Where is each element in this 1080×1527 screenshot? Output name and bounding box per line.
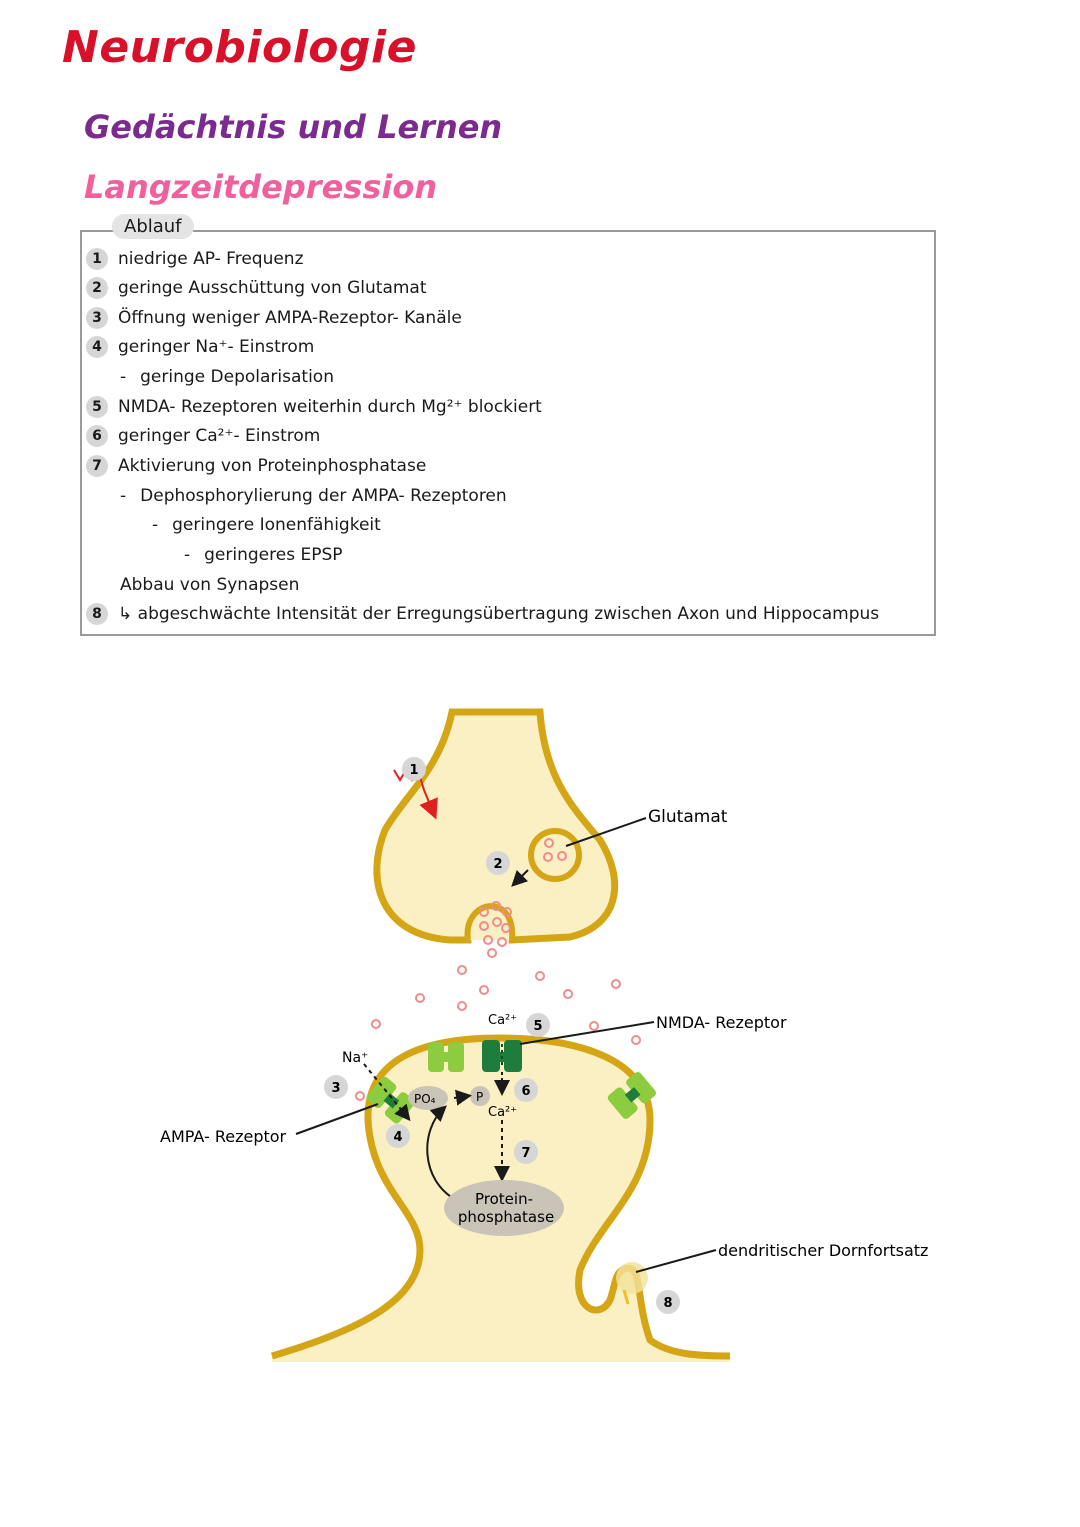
fusing-vesicle-contents [479,901,512,958]
topic-title: Langzeitdepression [84,168,438,206]
presynaptic-terminal [373,708,619,944]
label-p: P [476,1090,483,1104]
marker-6: 6 [514,1078,538,1102]
small-spine [616,1262,648,1294]
step-4-sub: -geringe Depolarisation [120,367,334,387]
ampa-receptor [366,1076,415,1124]
marker-4: 4 [386,1124,410,1148]
svg-text:5: 5 [533,1019,542,1034]
p-oval [470,1086,490,1106]
label-phosphatase-1: Protein- [475,1190,533,1208]
step-7-sub-4: Abbau von Synapsen [120,575,300,595]
label-dorn: dendritischer Dornfortsatz [718,1241,928,1260]
label-po4: PO₄ [414,1092,436,1106]
label-nmda: NMDA- Rezeptor [656,1013,787,1032]
phosphatase-oval [444,1180,564,1236]
label-ca-top: Ca²⁺ [488,1013,517,1028]
po4-oval [408,1086,448,1110]
postsynaptic-membrane [271,1034,731,1360]
step-7-sub-3: -geringeres EPSP [184,545,343,565]
svg-text:8: 8 [663,1296,672,1311]
marker-7: 7 [514,1140,538,1164]
label-glutamat: Glutamat [648,807,728,827]
vesicle-glutamate [543,838,567,862]
svg-text:3: 3 [331,1081,340,1096]
marker-2: 2 [486,851,510,875]
marker-5: 5 [526,1013,550,1037]
svg-text:6: 6 [521,1084,530,1099]
label-ca-mid: Ca²⁺ [488,1105,517,1120]
step-7-sub-2: -geringere Ionenfähigkeit [152,515,381,535]
label-na: Na⁺ [342,1050,368,1066]
box-label: Ablauf [112,214,194,239]
svg-text:2: 2 [493,857,502,872]
receptor-top-left [428,1042,464,1072]
label-phosphatase-2: phosphatase [458,1208,554,1226]
step-7-sub-1: -Dephosphorylierung der AMPA- Rezeptoren [120,486,507,506]
process-box [80,230,936,636]
marker-8: 8 [656,1290,680,1314]
postsynaptic-spine [272,1038,730,1362]
section-title: Gedächtnis und Lernen [84,108,503,146]
nmda-receptor [482,1040,522,1072]
svg-text:7: 7 [521,1146,530,1161]
glutamate-vesicle [528,828,582,882]
dephosphorylation-arrow [426,1105,457,1201]
page-title: Neurobiologie [62,22,417,73]
ap-arrow [393,767,438,820]
receptor-right [607,1072,656,1119]
svg-text:4: 4 [393,1130,402,1145]
marker-3: 3 [324,1075,348,1099]
cleft-glutamate [355,965,641,1101]
step-8: 8↳ abgeschwächte Intensität der Erregung… [86,600,879,628]
label-ampa: AMPA- Rezeptor [160,1127,287,1146]
svg-text:1: 1 [409,763,418,778]
marker-1: 1 [402,757,426,781]
fusing-vesicle [464,903,516,941]
